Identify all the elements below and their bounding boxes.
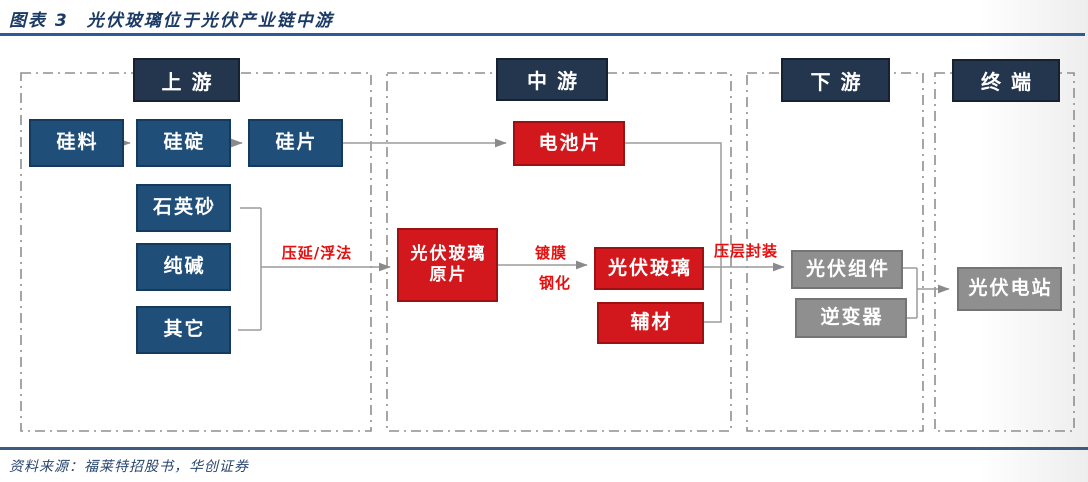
edge-label-lamination: 压层封装 (713, 242, 778, 260)
node-soda-ash: 纯碱 (136, 243, 231, 291)
midstream-frame (386, 72, 732, 432)
node-quartz-sand: 石英砂 (136, 184, 231, 232)
section-header-terminal: 终端 (952, 59, 1060, 102)
section-header-upstream: 上游 (133, 58, 240, 102)
node-pv-glass-raw-sheet-line2: 原片 (429, 265, 468, 285)
figure-label: 图表 3 (9, 11, 69, 31)
cell-and-aux-bracket (625, 142, 722, 323)
node-silicon-material: 硅料 (29, 119, 124, 167)
node-solar-cell: 电池片 (513, 121, 625, 166)
terminal-frame (934, 72, 1075, 432)
node-pv-power-station: 光伏电站 (957, 267, 1062, 311)
node-others: 其它 (136, 306, 231, 354)
footer-rule (0, 447, 1088, 450)
node-auxiliary-materials: 辅材 (597, 302, 704, 344)
edge-label-calendering-float: 压延/浮法 (281, 244, 353, 262)
section-header-midstream: 中游 (496, 58, 608, 101)
node-pv-glass: 光伏玻璃 (594, 247, 704, 290)
section-header-downstream: 下游 (781, 58, 890, 102)
node-pv-module: 光伏组件 (791, 250, 903, 289)
title-underline (0, 33, 1085, 36)
upstream-frame (20, 72, 372, 432)
edge-label-coating: 镀膜 (534, 244, 567, 262)
node-pv-glass-raw-sheet-line1: 光伏玻璃 (410, 243, 487, 264)
edge-label-tempering: 钢化 (538, 274, 571, 292)
node-pv-glass-raw-sheet: 光伏玻璃 原片 (397, 228, 498, 302)
glass-inputs-bracket (238, 207, 262, 331)
figure-title-row: 图表 3 光伏玻璃位于光伏产业链中游 (9, 6, 334, 31)
node-silicon-wafer: 硅片 (248, 119, 343, 167)
node-inverter: 逆变器 (795, 298, 907, 338)
source-note: 资料来源：福莱特招股书，华创证券 (9, 459, 249, 475)
module-inverter-bracket (903, 267, 918, 319)
node-silicon-ingot: 硅碇 (136, 119, 231, 167)
figure-title: 光伏玻璃位于光伏产业链中游 (86, 11, 334, 31)
